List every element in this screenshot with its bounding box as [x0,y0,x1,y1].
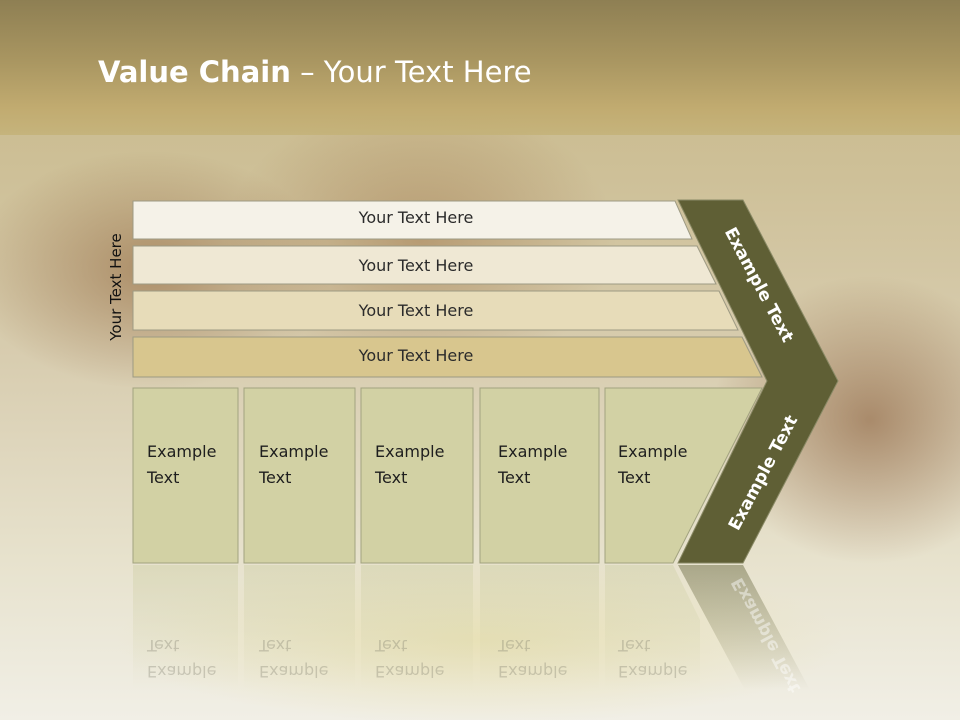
bar-1 [132,200,693,240]
bar-4 [132,336,763,378]
box-3-text-reflection: Example Text [375,632,475,684]
box-4 [479,387,600,564]
box-3-line1-reflection: Example [375,662,445,681]
bar-3-label: Your Text Here [358,301,474,320]
box-3-reflection [361,565,473,690]
bar-3 [132,290,739,331]
box-1-line2-reflection: Text [147,636,180,655]
box-4-line2: Text [498,468,531,487]
chevron-arrow [677,199,839,564]
bar-2 [132,245,717,285]
box-4-line1: Example [498,442,568,461]
slide-title: Value Chain – Your Text Here [98,55,532,89]
box-4-line1-reflection: Example [498,662,568,681]
box-5-reflection [605,565,700,690]
box-5-line1-reflection: Example [618,662,688,681]
box-1-text-reflection: Example Text [147,632,247,684]
box-2-line1: Example [259,442,329,461]
box-3 [360,387,474,564]
box-4-reflection [480,565,599,690]
box-1-line1: Example [147,442,217,461]
box-1-line1-reflection: Example [147,662,217,681]
box-4-text-reflection: Example Text [498,632,598,684]
title-bold: Value Chain [98,55,291,89]
box-1-line2: Text [147,468,180,487]
box-3-line2: Text [375,468,408,487]
box-5-text: Example Text [618,439,718,491]
box-1-text: Example Text [147,439,247,491]
bar-1-label: Your Text Here [358,208,474,227]
box-1-reflection [133,565,238,690]
chevron-arrow-reflection [678,565,810,690]
box-5-line1: Example [618,442,688,461]
box-2-line2: Text [259,468,292,487]
box-4-text: Example Text [498,439,598,491]
box-2-text: Example Text [259,439,359,491]
box-5 [604,387,763,564]
title-rest: – Your Text Here [290,55,532,89]
bar-2-label: Your Text Here [358,256,474,275]
bar-4-label: Your Text Here [358,346,474,365]
box-5-text-reflection: Example Text [618,632,718,684]
box-3-line1: Example [375,442,445,461]
box-4-line2-reflection: Text [498,636,531,655]
box-2 [243,387,356,564]
box-2-line2-reflection: Text [259,636,292,655]
box-3-text: Example Text [375,439,475,491]
box-3-line2-reflection: Text [375,636,408,655]
box-2-text-reflection: Example Text [259,632,359,684]
box-5-line2: Text [618,468,651,487]
box-5-line2-reflection: Text [618,636,651,655]
box-2-reflection [244,565,355,690]
title-banner [0,0,960,135]
box-1 [132,387,239,564]
box-2-line1-reflection: Example [259,662,329,681]
